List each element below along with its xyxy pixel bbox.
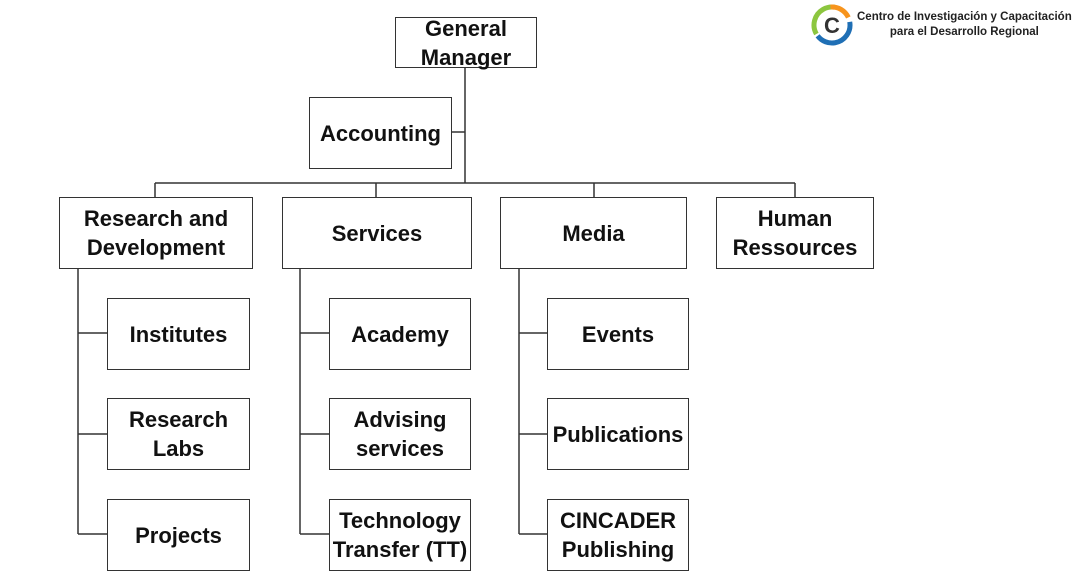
advising-services-box: Advising services [329,398,471,470]
publications-box: Publications [547,398,689,470]
cincader-logo: C Centro de Investigación y Capacitación… [811,3,1086,47]
events-label: Events [581,321,655,347]
projects-label: Projects [135,522,222,548]
media-department-label: Media [562,220,625,246]
advising-services-label: Advising services [353,407,447,461]
cincader-publishing-label: CINCADER Publishing [559,508,677,562]
services-department-box: Services [282,197,472,269]
institutes-label: Institutes [129,321,228,347]
media-department-box: Media [500,197,687,269]
logo-text: Centro de Investigación y Capacitación p… [857,10,1072,40]
research-labs-box: Research Labs [107,398,250,470]
technology-transfer-box: Technology Transfer (TT) [329,499,471,571]
rnd-department-label: Research and Development [83,206,229,260]
cincader-logo-icon: C [811,4,853,46]
hr-department-label: Human Ressources [732,206,858,260]
events-box: Events [547,298,689,370]
technology-transfer-label: Technology Transfer (TT) [332,508,468,562]
accounting-box: Accounting [309,97,452,169]
projects-box: Projects [107,499,250,571]
cincader-publishing-box: CINCADER Publishing [547,499,689,571]
hr-department-box: Human Ressources [716,197,874,269]
general-manager-box: General Manager [395,16,537,70]
logo-text-line2: para el Desarrollo Regional [889,26,1039,38]
accounting-label: Accounting [320,120,441,146]
academy-box: Academy [329,298,471,370]
academy-label: Academy [351,321,449,347]
publications-label: Publications [552,421,684,447]
institutes-box: Institutes [107,298,250,370]
logo-letter: C [824,13,840,38]
general-manager-label: General Manager [420,15,512,70]
research-labs-label: Research Labs [128,407,229,461]
logo-text-line1: Centro de Investigación y Capacitación [857,11,1072,23]
services-department-label: Services [331,220,423,246]
rnd-department-box: Research and Development [59,197,253,269]
